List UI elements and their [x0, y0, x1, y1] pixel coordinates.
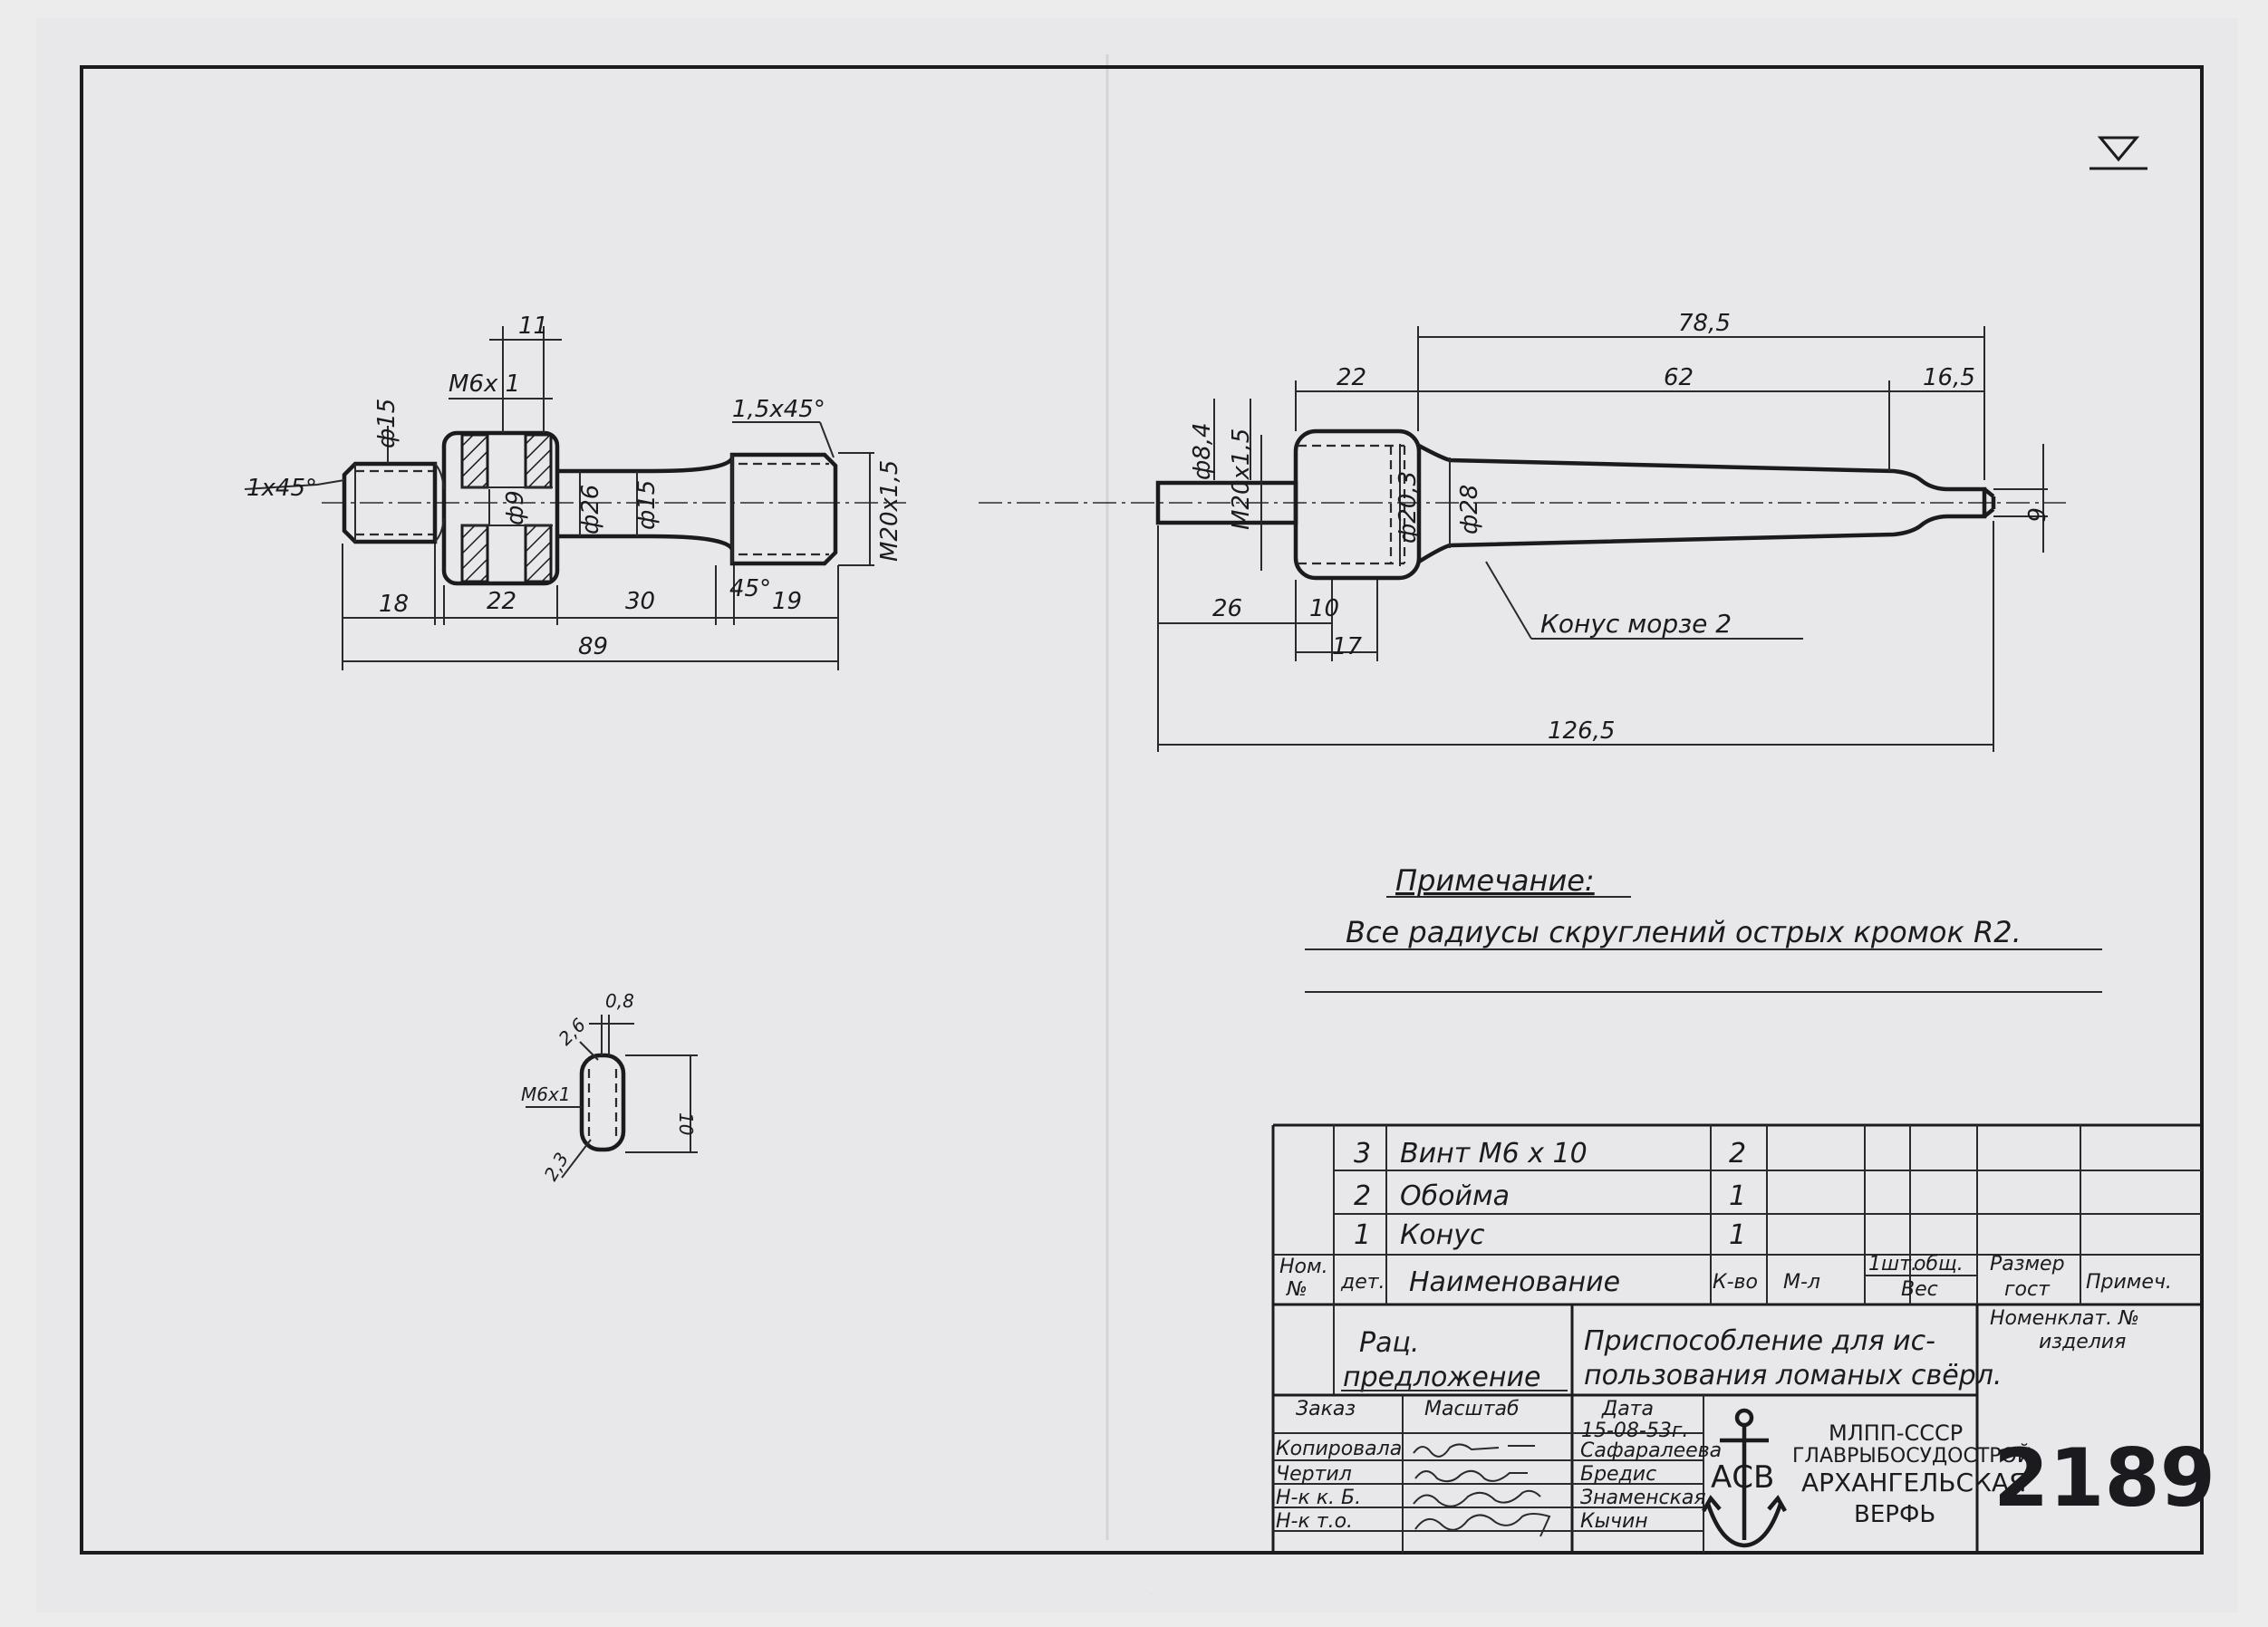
spec-row-3-num: 3	[1354, 1138, 1371, 1170]
dim-d15: ф15	[373, 399, 401, 448]
spec-row-3-qty: 2	[1729, 1138, 1746, 1170]
hdr-note: Примеч.	[2086, 1271, 2172, 1294]
spec-row-3-name: Винт М6 x 10	[1400, 1138, 1588, 1170]
hdr-gost: гост	[2004, 1278, 2051, 1301]
dim-22: 22	[487, 588, 516, 615]
person-chief-kb: Знаменская	[1580, 1487, 1706, 1509]
hdr-name: Наименование	[1409, 1266, 1620, 1298]
dim-10-konus: 10	[1309, 595, 1339, 622]
hdr-weight: Вес	[1901, 1278, 1938, 1301]
hdr-det: дет.	[1340, 1271, 1385, 1294]
hdr-no: №	[1286, 1278, 1308, 1301]
roughness-mark-icon	[2089, 136, 2147, 170]
spec-row-2-qty: 1	[1729, 1180, 1746, 1212]
hdr-nom: Ном.	[1279, 1256, 1328, 1278]
hdr-qty: К-во	[1713, 1271, 1758, 1294]
spec-row-1-qty: 1	[1729, 1219, 1746, 1251]
drawing-frame	[80, 65, 2204, 1555]
note-text: Все радиусы скруглений острых кромок R2.	[1346, 915, 2022, 949]
org-line-1: МЛПП-СССР	[1829, 1420, 1963, 1446]
dim-thread-vint: М6x1	[521, 1083, 571, 1105]
spec-row-1-num: 1	[1354, 1219, 1371, 1251]
note-title: Примечание:	[1395, 863, 1595, 898]
date-label: Дата	[1601, 1398, 1654, 1420]
dim-10-vint: 10	[675, 1112, 697, 1135]
role-copied: Копировала	[1276, 1438, 1402, 1460]
dim-d203: ф20,3	[1395, 471, 1422, 544]
dim-26-konus: 26	[1212, 595, 1242, 622]
title-line-1: Приспособление для ис-	[1584, 1325, 1935, 1357]
proposal-label: предложение	[1343, 1362, 1540, 1393]
note: Примечание: Все радиусы скруглений остры…	[1305, 863, 2102, 993]
dim-6: 6	[2022, 507, 2049, 523]
dim-chamfer-left: 1x45°	[246, 475, 317, 502]
scale-label: Масштаб	[1424, 1398, 1520, 1420]
nomenclature-sub: изделия	[2039, 1331, 2126, 1353]
logo-letters: АСВ	[1711, 1459, 1774, 1496]
dim-chamfer-right: 1,5x45°	[732, 396, 825, 423]
title-block: 3 Винт М6 x 10 2 2 Обойма 1 1 Конус 1 Но…	[1271, 1123, 2215, 1553]
spec-row-1-name: Конус	[1400, 1219, 1485, 1251]
rats-label: Рац.	[1359, 1327, 1419, 1359]
order-label: Заказ	[1296, 1398, 1356, 1420]
org-line-2: ГЛАВРЫБОСУДОСТРОЙ	[1792, 1444, 2032, 1468]
dim-angle-45: 45°	[729, 575, 771, 602]
spec-row-2-name: Обойма	[1400, 1180, 1510, 1212]
role-drawn: Чертил	[1276, 1463, 1352, 1486]
dim-d28: ф28	[1456, 485, 1483, 534]
dim-thread-m6: М6x 1	[449, 371, 520, 398]
dim-62: 62	[1664, 364, 1694, 391]
dim-1265: 126,5	[1548, 717, 1615, 745]
part-konus: 78,5 22 62 16,5 ф8,4 М20x1,5 ф20,3 ф28 6…	[979, 310, 2066, 752]
dim-08: 0,8	[605, 990, 634, 1012]
role-chief-to: Н-к т.о.	[1276, 1510, 1353, 1533]
hdr-material: М-л	[1783, 1271, 1820, 1294]
dim-thread-m20: М20x1,5	[876, 460, 903, 562]
dim-thread-konus: М20x1,5	[1228, 428, 1255, 530]
drawing-number: 2189	[1993, 1431, 2215, 1525]
org-line-3: АРХАНГЕЛЬСКАЯ	[1801, 1468, 2027, 1497]
dim-22-konus: 22	[1337, 364, 1366, 391]
dim-d9: ф9	[502, 490, 529, 525]
taper-label: Конус морзе 2	[1540, 609, 1732, 639]
dim-11: 11	[518, 313, 548, 340]
dim-d15-neck: ф15	[633, 480, 661, 530]
hdr-size: Размер	[1990, 1253, 2065, 1276]
dim-18: 18	[379, 591, 409, 618]
dim-17: 17	[1332, 633, 1363, 660]
dim-d84: ф8,4	[1189, 422, 1216, 480]
dim-89: 89	[578, 633, 608, 660]
spec-row-2-num: 2	[1354, 1180, 1371, 1212]
signatures	[1413, 1443, 1551, 1537]
org-line-4: ВЕРФЬ	[1854, 1501, 1935, 1528]
role-chief-kb: Н-к к. Б.	[1276, 1487, 1361, 1509]
dim-d26: ф26	[577, 485, 604, 534]
title-line-2: пользования ломаных свёрл.	[1584, 1360, 2002, 1391]
person-chief-to: Кычин	[1580, 1510, 1648, 1533]
person-drawn: Бредис	[1580, 1463, 1656, 1486]
hdr-total: общ.	[1914, 1253, 1964, 1276]
date-value: 15-08-53г.	[1581, 1420, 1688, 1442]
dim-30: 30	[625, 588, 655, 615]
dim-785: 78,5	[1678, 310, 1731, 337]
dim-165: 16,5	[1923, 364, 1975, 391]
dim-19: 19	[772, 588, 802, 615]
person-copied: Сафаралеева	[1580, 1439, 1722, 1462]
hdr-piece: 1шт.	[1868, 1253, 1917, 1276]
part-obojma: ф15 1x45° М6x 1 11 1,5x45° ф9 ф26 ф15 М2…	[244, 313, 906, 670]
sheet-mark: ▽	[1151, 1593, 1152, 1595]
nomenclature-label: Номенклат. №	[1990, 1307, 2139, 1330]
shipyard-logo-icon: АСВ	[1702, 1408, 1787, 1548]
